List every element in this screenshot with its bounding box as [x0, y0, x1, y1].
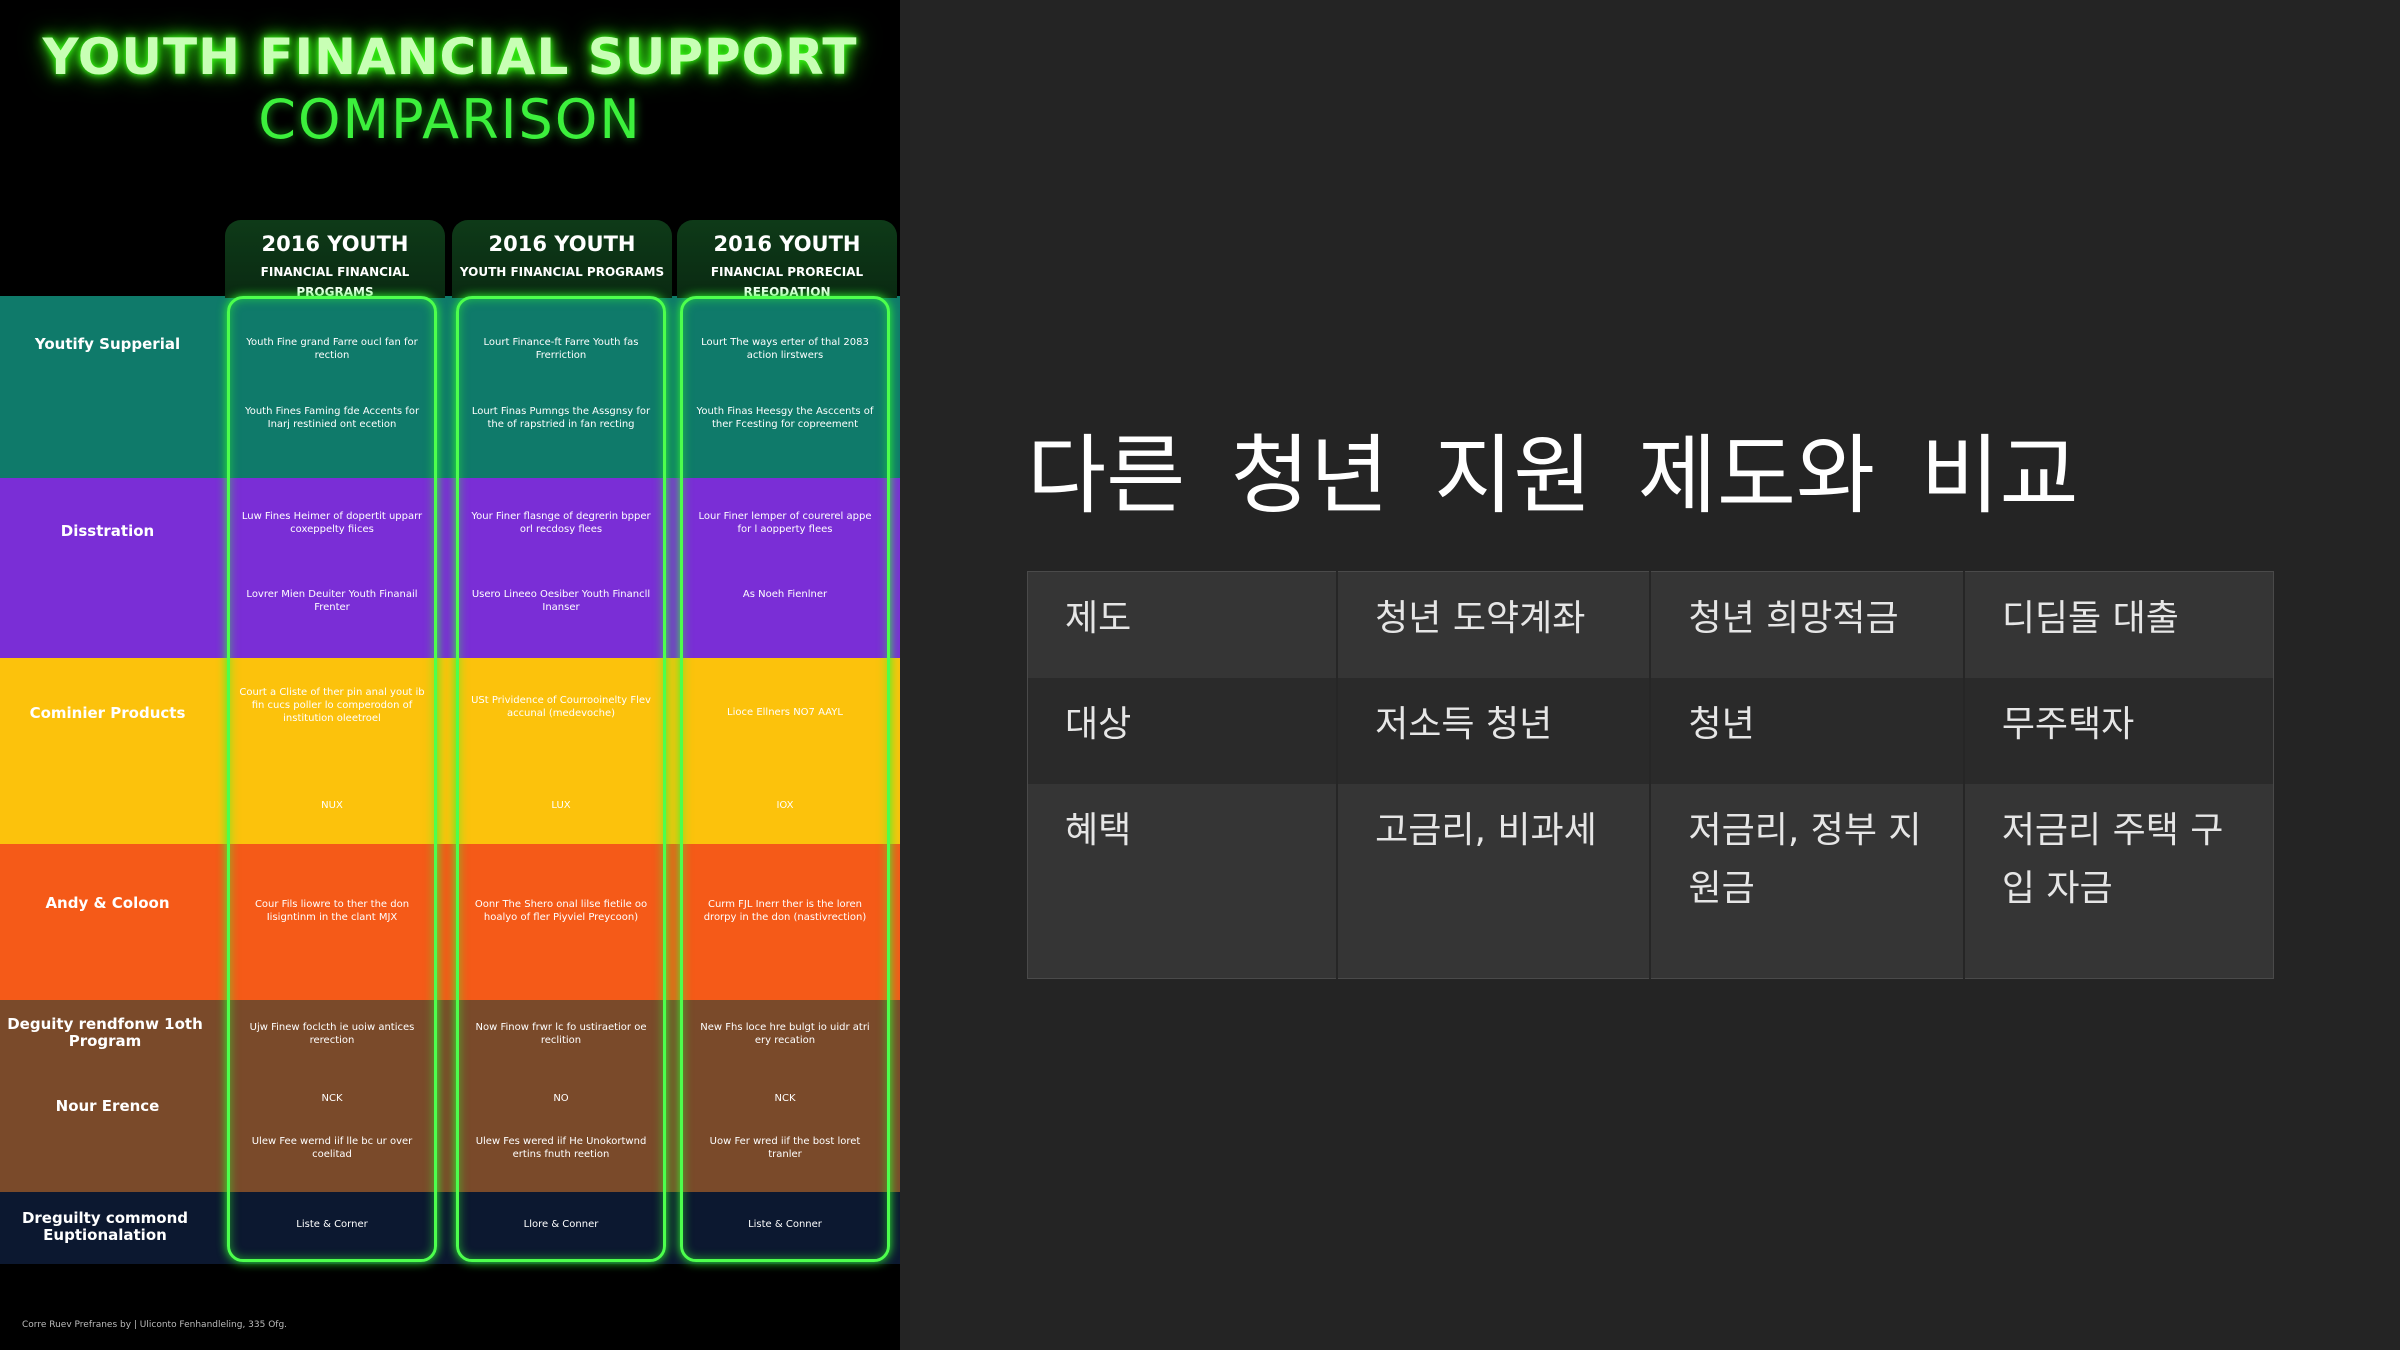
table-cell: Ujw Finew foclcth ie uoiw antices rerect…	[249, 1022, 415, 1046]
table-cell: Your Finer flasnge of degrerin bpper orl…	[471, 511, 651, 535]
row-band-1	[0, 296, 900, 478]
table-cell: Youth Finas Heesgy the Asccents of ther …	[696, 406, 874, 430]
table-cell: 저금리, 정부 지원금	[1649, 784, 1964, 979]
table-cell: 제도	[1027, 571, 1338, 678]
table-cell: 청년	[1649, 678, 1964, 784]
table-cell: Uow Fer wred iif the bost loret tranler	[709, 1136, 861, 1160]
column-header-sub: YOUTH FINANCIAL PROGRAMS	[459, 265, 665, 279]
column-header: 2016 YOUTH YOUTH FINANCIAL PROGRAMS	[452, 220, 672, 298]
row-label: Youtify Supperial	[34, 335, 181, 353]
table-row: 혜택 고금리, 비과세 저금리, 정부 지원금 저금리 주택 구입 자금	[1027, 784, 2274, 979]
table-cell: 대상	[1027, 678, 1338, 784]
table-cell: Cour Fils liowre to ther the don Iisignt…	[254, 899, 410, 923]
table-cell: NUX	[321, 800, 343, 811]
table-cell: 무주택자	[1962, 678, 2274, 784]
row-label: Cominier Products	[29, 704, 186, 722]
table-cell: Lioce Ellners NO7 AAYL	[727, 707, 843, 718]
table-cell: Llore & Conner	[523, 1219, 599, 1230]
table-cell: Liste & Corner	[296, 1219, 368, 1230]
table-cell: USt Prividence of Courrooinelty Flev acc…	[471, 695, 651, 719]
slide-title: 다른 청년 지원 제도와 비교	[1027, 426, 2079, 526]
row-band-5	[0, 1000, 900, 1192]
table-cell: Curm FJL Inerr ther is the loren drorpy …	[703, 899, 867, 923]
table-cell: Lovrer Mien Deuiter Youth Finanail Frent…	[246, 589, 418, 613]
table-cell: IOX	[776, 800, 794, 811]
table-cell: 저소득 청년	[1336, 678, 1651, 784]
column-header-sub: FINANCIAL PRORECIAL REEODATION	[710, 265, 864, 299]
table-cell: Oonr The Shero onal lilse fietile oo hoa…	[474, 899, 648, 923]
table-cell: NO	[553, 1093, 569, 1104]
row-band-4	[0, 844, 900, 1000]
table-cell: Lourt The ways erter of thal 2083 action…	[701, 337, 869, 361]
table-cell: Now Finow frwr lc fo ustiraetior oe recl…	[475, 1022, 647, 1046]
table-cell: Ulew Fee wernd iif lle bc ur over coelit…	[251, 1136, 413, 1160]
table-cell: 저금리 주택 구입 자금	[1962, 784, 2274, 979]
row-label: Nour Erence	[55, 1097, 160, 1115]
row-band-3	[0, 658, 900, 844]
table-cell: 혜택	[1027, 784, 1338, 979]
poster-credit: Corre Ruev Prefranes by | Uliconto Fenha…	[22, 1320, 288, 1330]
column-frame	[680, 296, 890, 1262]
column-header-title: 2016 YOUTH	[713, 232, 861, 256]
comparison-table: 제도 청년 도약계좌 청년 희망적금 디딤돌 대출 대상 저소득 청년 청년 무…	[1027, 571, 2274, 979]
table-cell: 디딤돌 대출	[1962, 571, 2274, 678]
column-frame	[227, 296, 437, 1262]
table-cell: LUX	[551, 800, 571, 811]
table-cell: Luw Fines Heimer of dopertit upparr coxe…	[241, 511, 423, 535]
poster-subtitle: COMPARISON	[258, 88, 642, 151]
column-header-title: 2016 YOUTH	[488, 232, 636, 256]
row-band-6	[0, 1192, 900, 1264]
infographic-poster: YOUTH FINANCIAL SUPPORT COMPARISON Youti…	[0, 0, 900, 1350]
row-label: Andy & Coloon	[45, 894, 170, 912]
table-cell: As Noeh Fienlner	[742, 589, 828, 600]
table-row: 대상 저소득 청년 청년 무주택자	[1027, 678, 2274, 784]
table-cell: Ulew Fes wered iif He Unokortwnd ertins …	[475, 1136, 647, 1160]
row-band-2	[0, 478, 900, 658]
column-header-sub: FINANCIAL FINANCIAL PROGRAMS	[260, 265, 410, 299]
table-row: 제도 청년 도약계좌 청년 희망적금 디딤돌 대출	[1027, 571, 2274, 678]
table-cell: 고금리, 비과세	[1336, 784, 1651, 979]
table-cell: Lourt Finas Pumngs the Assgnsy for the o…	[471, 406, 651, 430]
row-label: Dreguilty commond Euptionalation	[21, 1209, 189, 1244]
column-header-title: 2016 YOUTH	[261, 232, 409, 256]
table-cell: 청년 희망적금	[1649, 571, 1964, 678]
table-cell: Lourt Finance-ft Farre Youth fas Frerric…	[483, 337, 639, 361]
table-cell: Youth Fine grand Farre oucl fan for rect…	[246, 337, 418, 361]
row-label: Deguity rendfonw 1oth Program	[7, 1015, 203, 1050]
table-cell: Youth Fines Faming fde Accents for Inarj…	[244, 406, 420, 430]
table-cell: 청년 도약계좌	[1336, 571, 1651, 678]
row-label: Disstration	[60, 522, 155, 540]
table-cell: Lour Finer lemper of courerel appe for l…	[698, 511, 872, 535]
column-frame	[456, 296, 666, 1262]
table-cell: NCK	[774, 1093, 796, 1104]
poster-title: YOUTH FINANCIAL SUPPORT	[42, 28, 858, 86]
table-cell: Liste & Conner	[748, 1219, 822, 1230]
column-header: 2016 YOUTH FINANCIAL PRORECIAL REEODATIO…	[677, 220, 897, 299]
table-cell: Usero Lineeo Oesiber Youth Financll Inan…	[471, 589, 651, 613]
column-header: 2016 YOUTH FINANCIAL FINANCIAL PROGRAMS	[225, 220, 445, 299]
table-cell: New Fhs loce hre bulgt io uidr atri ery …	[700, 1022, 870, 1046]
table-cell: NCK	[321, 1093, 343, 1104]
table-cell: Court a Cliste of ther pin anal yout ib …	[239, 687, 425, 724]
